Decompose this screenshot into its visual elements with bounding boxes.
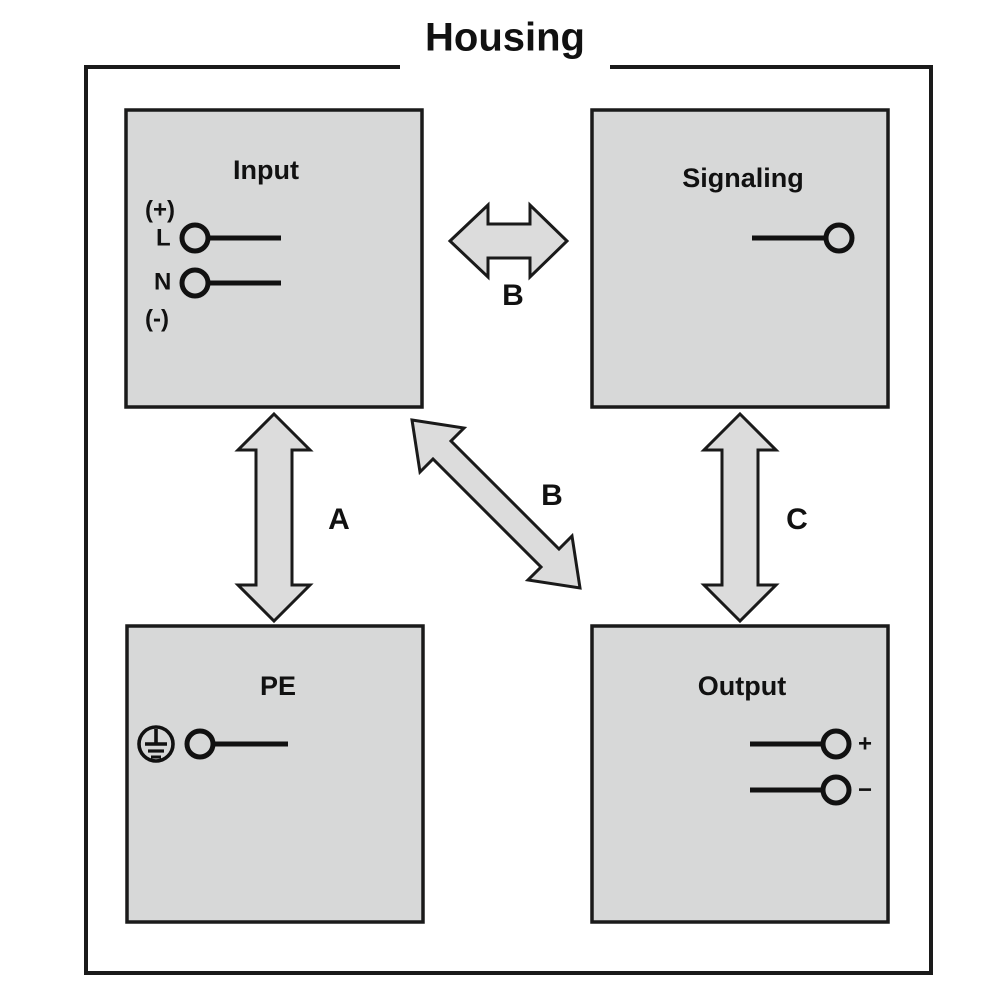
output-plus-terminal[interactable] bbox=[750, 728, 852, 760]
title-notch bbox=[400, 52, 610, 82]
block-signaling-rect bbox=[590, 108, 890, 409]
output-minus-terminal[interactable] bbox=[750, 774, 852, 806]
block-signaling[interactable]: Signaling bbox=[590, 108, 890, 409]
arrow-input-signaling: B bbox=[447, 201, 570, 312]
output-plus-label: + bbox=[858, 730, 872, 757]
block-input[interactable]: Input (+) L N (-) bbox=[124, 108, 424, 409]
block-pe-rect bbox=[125, 624, 425, 924]
arrow-shape-vertical-c bbox=[700, 411, 780, 624]
block-output[interactable]: Output + − bbox=[590, 624, 890, 924]
arrow-label-b-horizontal: B bbox=[502, 279, 524, 312]
arrow-label-b-diagonal: B bbox=[541, 479, 563, 512]
block-pe-label: PE bbox=[260, 671, 296, 701]
block-input-label: Input bbox=[233, 155, 299, 185]
arrow-shape-horizontal bbox=[447, 201, 570, 281]
pe-terminal[interactable] bbox=[184, 728, 288, 760]
input-l-label: L bbox=[156, 224, 171, 251]
page-title: Housing bbox=[425, 16, 585, 60]
block-output-label: Output bbox=[698, 671, 786, 701]
arrow-signaling-output: C bbox=[700, 411, 808, 624]
arrow-label-c: C bbox=[786, 503, 808, 536]
block-pe[interactable]: PE bbox=[125, 624, 425, 924]
input-l-terminal[interactable] bbox=[179, 222, 281, 254]
input-minus-note-label: (-) bbox=[145, 305, 169, 332]
output-minus-label: − bbox=[858, 776, 872, 803]
protective-earth-icon bbox=[137, 725, 175, 763]
arrow-label-a: A bbox=[328, 503, 350, 536]
arrow-input-output: B bbox=[410, 418, 582, 590]
arrow-shape-vertical-a bbox=[234, 411, 314, 624]
input-n-label: N bbox=[154, 268, 171, 295]
block-signaling-label: Signaling bbox=[682, 163, 804, 193]
input-n-terminal[interactable] bbox=[179, 267, 281, 299]
signaling-terminal[interactable] bbox=[752, 222, 855, 254]
arrow-shape-diagonal bbox=[410, 418, 582, 590]
block-input-rect bbox=[124, 108, 424, 409]
input-plus-note-label: (+) bbox=[145, 196, 175, 223]
block-output-rect bbox=[590, 624, 890, 924]
arrow-input-pe: A bbox=[234, 411, 350, 624]
